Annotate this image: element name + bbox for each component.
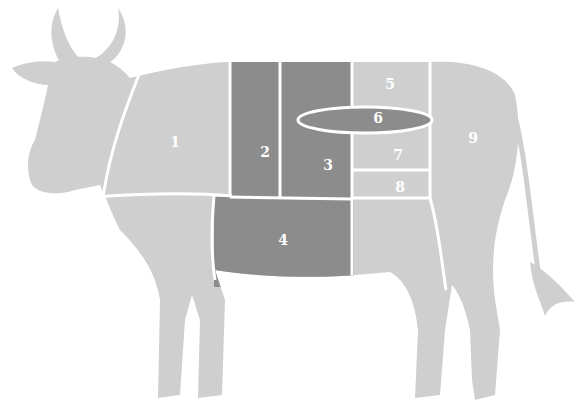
cut-lines: [95, 55, 446, 290]
cut-line: [429, 55, 432, 198]
right-horn: [96, 8, 126, 64]
tail-tuft: [530, 262, 575, 316]
cut-line: [230, 197, 352, 199]
left-horn: [51, 8, 78, 62]
cut-line: [95, 193, 232, 197]
cut-line: [229, 55, 232, 197]
cut-line: [352, 169, 430, 172]
cut-line: [351, 55, 354, 280]
cut-line: [352, 197, 430, 200]
cut-line: [103, 72, 140, 197]
callout-number: 6: [373, 111, 383, 125]
cut-region-6: [298, 107, 432, 133]
cut-line: [430, 198, 446, 290]
callout-number: 2: [260, 145, 270, 159]
callout-number: 1: [170, 135, 180, 149]
cut-line: [212, 196, 215, 280]
callout-number: 5: [385, 77, 395, 91]
cut-line: [279, 55, 282, 198]
cut-region-2: [230, 55, 280, 197]
cut-region-4: [214, 197, 354, 287]
callout-number: 3: [323, 158, 333, 172]
callout-number: 7: [393, 148, 403, 162]
callout-number: 8: [395, 180, 405, 194]
callout-number: 4: [278, 233, 288, 247]
callout-number: 9: [468, 131, 478, 145]
